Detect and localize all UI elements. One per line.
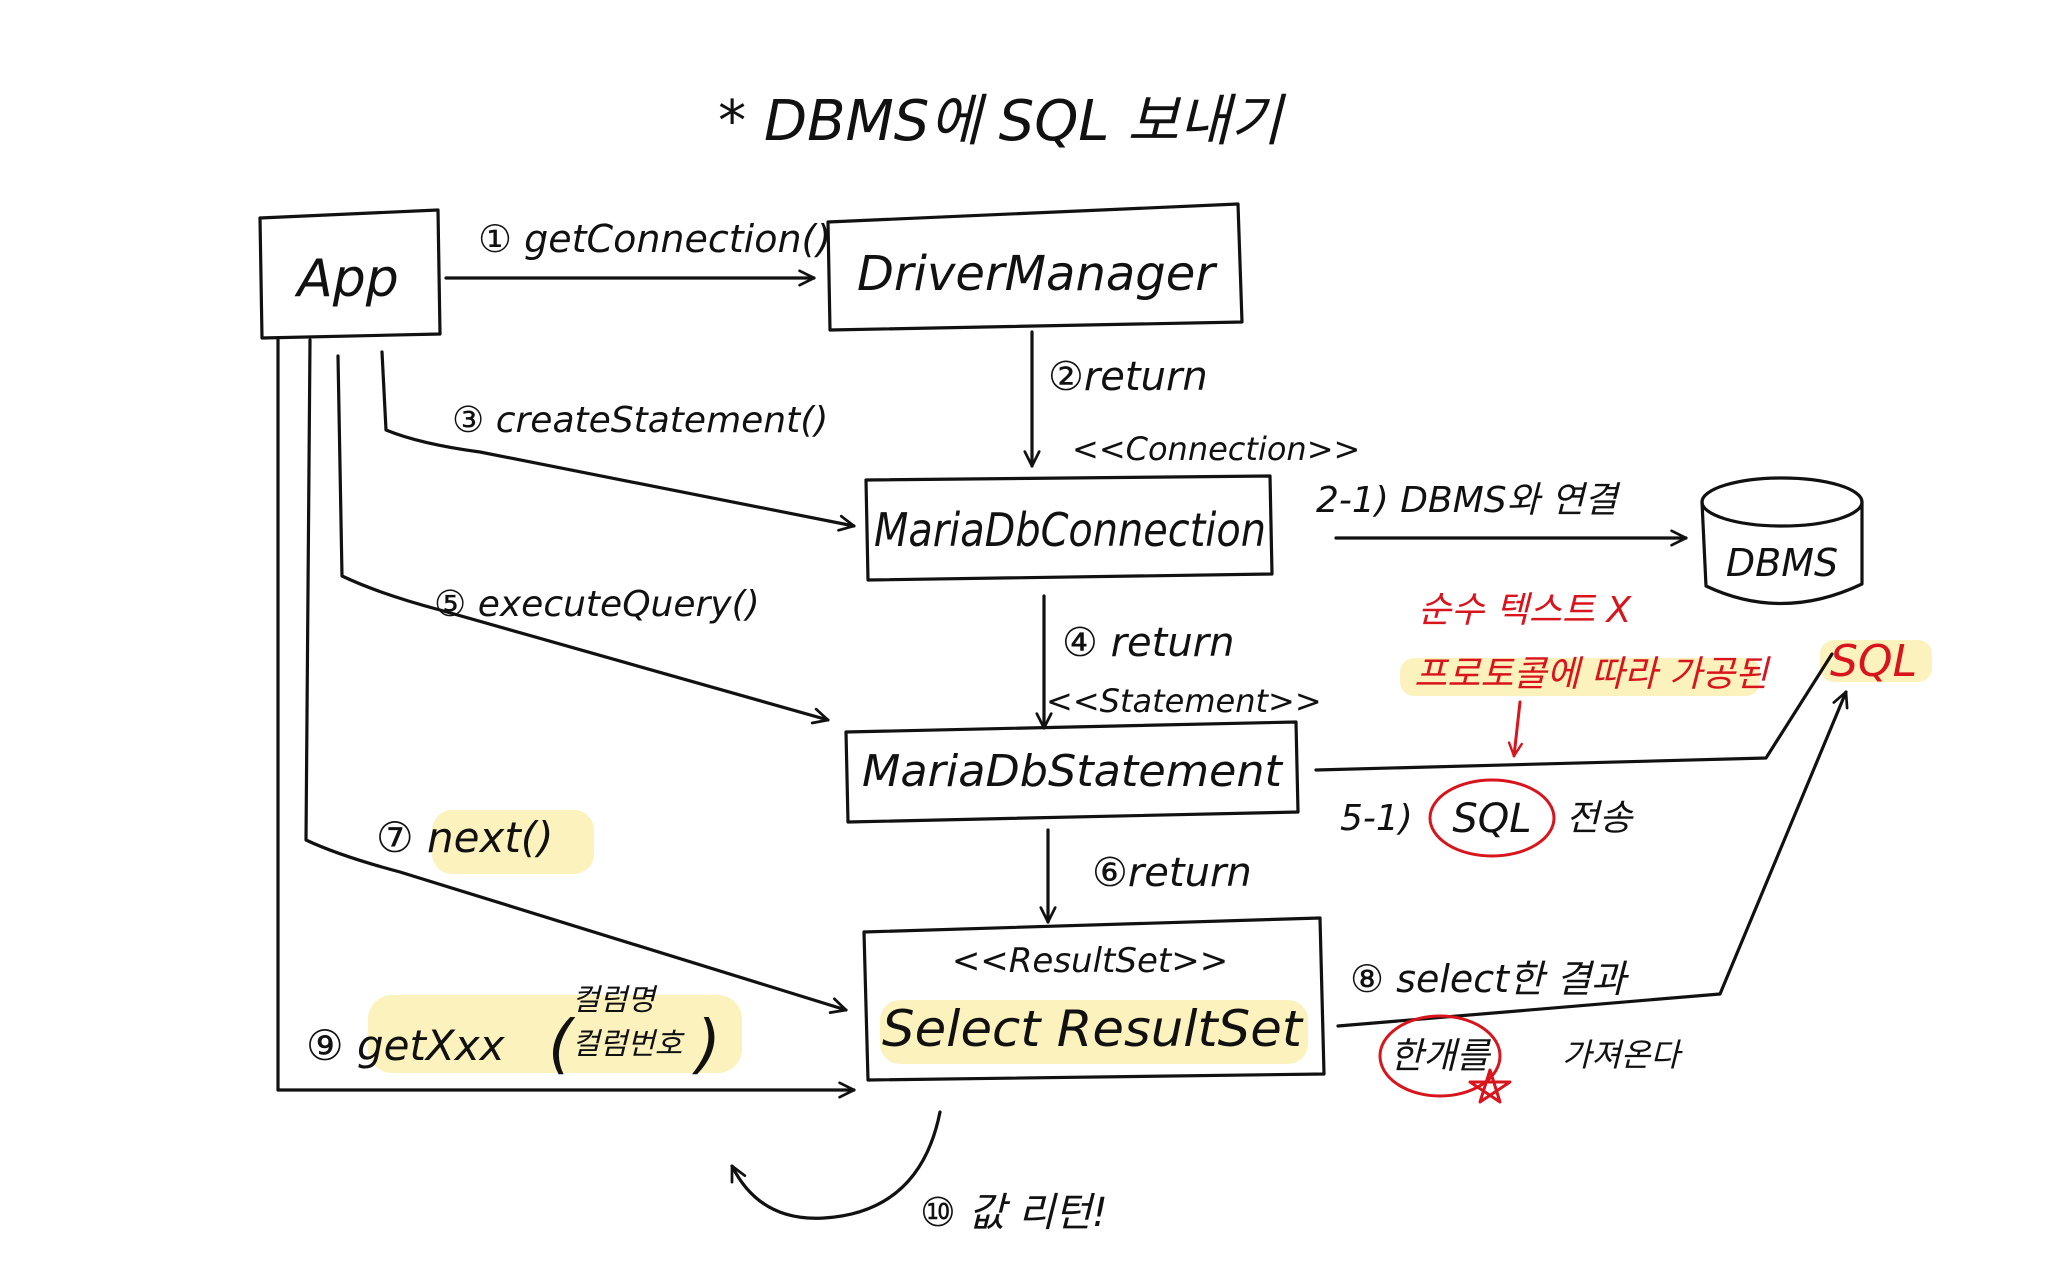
sql-highlight [1820, 640, 1932, 682]
label-next: ⑦ next() [376, 813, 554, 862]
label-fetch: 가져온다 [1562, 1036, 1683, 1074]
arrow-send-sql [1314, 652, 1834, 772]
arrow-execute-query [336, 354, 830, 725]
one-row-circle [1378, 1014, 1502, 1098]
driver-manager-box: DriverManager [826, 202, 1244, 332]
label-get-xxx-arg1: 컬럼명 [572, 983, 658, 1018]
label-get-connection: ① getConnection() [478, 217, 831, 261]
label-one-row: 한개를 [1390, 1036, 1491, 1077]
red-arrow-down [1507, 700, 1523, 758]
arrow-get-xxx [276, 338, 856, 1099]
label-get-xxx: ⑨ getXxx [306, 1021, 506, 1070]
label-return-6: ⑥return [1092, 850, 1252, 896]
label-send-sql: SQL [1452, 796, 1531, 842]
note-protocol: 프로토콜에 따라 가공된 [1414, 654, 1771, 695]
next-highlight [432, 810, 594, 874]
resultset-label: Select ResultSet [882, 1000, 1304, 1058]
label-connection-type: <<Connection>> [1072, 430, 1360, 468]
resultset-box: <<ResultSet>> Select ResultSet [862, 916, 1326, 1082]
label-dbms-connect: 2-1) DBMS와 연결 [1316, 480, 1621, 521]
getxxx-highlight [368, 995, 742, 1073]
label-send-prefix: 5-1) [1340, 798, 1413, 839]
label-get-xxx-arg2: 컬럼번호 [572, 1027, 685, 1062]
arrow-create-statement [380, 350, 856, 532]
resultset-highlight [880, 1000, 1308, 1064]
arrow-select-result [1336, 690, 1849, 1028]
note-pure-text: 순수 텍스트 X [1418, 590, 1632, 631]
app-label: App [294, 249, 399, 309]
arrow-next [304, 338, 848, 1014]
protocol-highlight [1400, 658, 1760, 696]
label-return-4: ④ return [1062, 620, 1234, 666]
note-sql-red: SQL [1830, 636, 1917, 687]
sql-circle [1428, 778, 1556, 858]
statement-box: MariaDbStatement [844, 720, 1300, 824]
label-execute-query: ⑤ executeQuery() [434, 584, 760, 625]
resultset-type-label: <<ResultSet>> [952, 941, 1228, 981]
paren-close: ) [692, 1008, 721, 1082]
diagram-title: * DBMS에 SQL 보내기 [718, 89, 1286, 154]
star-icon [1468, 1068, 1512, 1104]
connection-label: MariaDbConnection [874, 503, 1266, 557]
driver-manager-label: DriverManager [857, 246, 1218, 302]
label-create-statement: ③ createStatement() [452, 400, 828, 441]
app-box: App [258, 208, 442, 340]
dbms-label: DBMS [1726, 541, 1838, 585]
connection-box: MariaDbConnection [864, 474, 1274, 582]
label-return-2: ②return [1048, 354, 1208, 400]
arrow-value-return [730, 1110, 942, 1220]
label-value-return: ⑩ 값 리턴! [920, 1190, 1108, 1236]
statement-label: MariaDbStatement [862, 746, 1284, 797]
label-select-result: ⑧ select한 결과 [1350, 957, 1629, 1001]
label-send-suffix: 전송 [1566, 798, 1634, 839]
label-statement-type: <<Statement>> [1046, 682, 1322, 720]
dbms-cylinder: DBMS [1700, 476, 1864, 606]
paren-open: ( [548, 1008, 576, 1082]
